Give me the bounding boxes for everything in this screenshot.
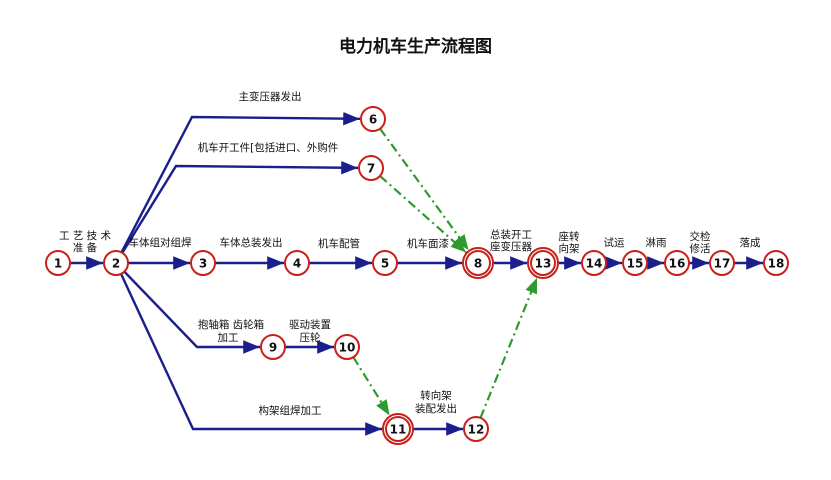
- node-label: 10: [339, 341, 356, 355]
- edge-label-8-13: 座变压器: [490, 240, 532, 253]
- node-label: 3: [199, 257, 207, 271]
- node-18: 18: [763, 250, 789, 276]
- node-14: 14: [581, 250, 607, 276]
- edge-label-1-2: 准 备: [73, 241, 98, 254]
- edge-2-9: [123, 270, 260, 354]
- node-label: 8: [474, 257, 482, 271]
- edge-label-5-8: 机车面漆: [407, 237, 449, 250]
- diagram-title: 电力机车生产流程图: [339, 37, 492, 57]
- edge-label-9-10: 压轮: [300, 331, 321, 344]
- edge-6-8: [379, 128, 470, 251]
- node-3: 3: [190, 250, 216, 276]
- node-16: 16: [664, 250, 690, 276]
- node-7: 7: [358, 155, 384, 181]
- edge-label-2-3: 车体组对组焊: [129, 236, 192, 249]
- edge-label-11-12: 装配发出: [415, 402, 457, 415]
- node-label: 4: [293, 257, 301, 271]
- edge-10-11: [352, 356, 391, 416]
- edge-label-3-4: 车体总装发出: [220, 236, 283, 249]
- node-2: 2: [103, 250, 129, 276]
- edge-label-17-18: 落成: [740, 237, 761, 249]
- node-label: 11: [390, 423, 407, 437]
- edge-label-14-15: 试运: [604, 237, 625, 249]
- node-10: 10: [334, 334, 360, 360]
- node-label: 2: [112, 257, 120, 271]
- edge-7-8: [379, 175, 467, 254]
- node-5: 5: [372, 250, 398, 276]
- node-label: 16: [669, 257, 686, 271]
- edge-2-11: [119, 273, 382, 436]
- edge-label-13-14: 向架: [559, 242, 580, 255]
- edge-2-7: [121, 160, 359, 254]
- node-label: 7: [367, 162, 375, 176]
- node-label: 15: [627, 257, 644, 271]
- node-1: 1: [45, 250, 71, 276]
- node-label: 1: [54, 257, 62, 271]
- edge-label-8-13: 总装开工: [490, 228, 532, 241]
- node-label: 14: [586, 257, 603, 271]
- node-17: 17: [709, 250, 735, 276]
- edge-label-2-6: 主变压器发出: [239, 90, 302, 103]
- edge-label-2-11: 构架组焊加工: [259, 404, 322, 417]
- edge-label-2-9: 加工: [218, 332, 239, 344]
- node-13: 13: [527, 247, 559, 279]
- node-label: 13: [535, 257, 552, 271]
- edge-label-16-17: 交检: [690, 230, 711, 243]
- edge-label-1-2: 工 艺 技 术: [59, 229, 112, 242]
- edge-label-11-12: 转向架: [420, 389, 452, 402]
- edge-12-13: [479, 277, 539, 419]
- edge-2-6: [120, 111, 361, 253]
- node-4: 4: [284, 250, 310, 276]
- node-label: 6: [369, 113, 377, 127]
- node-9: 9: [260, 334, 286, 360]
- node-11: 11: [382, 413, 414, 445]
- node-label: 5: [381, 257, 389, 271]
- edge-label-16-17: 修活: [690, 242, 711, 255]
- edge-label-2-9: 抱轴箱 齿轮箱: [198, 318, 264, 331]
- node-label: 12: [468, 423, 485, 437]
- node-6: 6: [360, 106, 386, 132]
- node-12: 12: [463, 416, 489, 442]
- node-label: 9: [269, 341, 277, 355]
- node-label: 17: [714, 257, 731, 271]
- edge-label-9-10: 驱动装置: [289, 318, 331, 331]
- edge-label-2-7: 机车开工件[包括进口、外购件: [198, 141, 339, 154]
- edge-label-4-5: 机车配管: [318, 237, 360, 250]
- node-15: 15: [622, 250, 648, 276]
- node-label: 18: [768, 257, 785, 271]
- edge-label-13-14: 座转: [559, 230, 580, 243]
- node-8: 8: [462, 247, 494, 279]
- edge-label-15-16: 淋雨: [646, 236, 667, 249]
